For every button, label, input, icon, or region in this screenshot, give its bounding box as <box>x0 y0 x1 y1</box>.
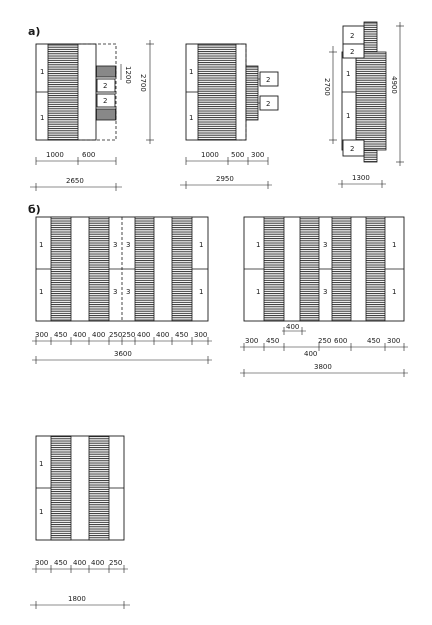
b3-dim-3: 400 <box>73 559 86 567</box>
b2-zone-6: 1 <box>392 288 396 296</box>
a3-bottom-box <box>342 139 365 157</box>
b1-zone-2: 1 <box>39 288 43 296</box>
a1-zone-1: 1 <box>40 68 44 76</box>
a2-zone-2: 1 <box>189 114 193 122</box>
b3-dim-4: 400 <box>91 559 104 567</box>
b1-dim-4: 400 <box>92 331 105 339</box>
b1-zone-4: 3 <box>126 241 130 249</box>
a2-item-2: 2 <box>266 100 270 108</box>
b2-zone-1: 1 <box>256 241 260 249</box>
b1-zone-6: 3 <box>126 288 130 296</box>
b2-dim-6: 300 <box>387 337 400 345</box>
b1-dim-5: 250 <box>109 331 122 339</box>
a2-dim-3: 300 <box>251 151 264 159</box>
a2-zone-1: 1 <box>189 68 193 76</box>
a2-hatched-area <box>197 43 237 141</box>
a3-zone-1: 2 <box>350 32 354 40</box>
figure-a3: 2 2 1 1 2 2700 4900 1300 <box>323 21 404 188</box>
a3-zone-5: 2 <box>350 145 354 153</box>
b1-dim-9: 450 <box>175 331 188 339</box>
a1-height-dim: 2700 <box>139 74 147 92</box>
section-label-b: б) <box>28 203 41 216</box>
b1-zone-3: 3 <box>113 241 117 249</box>
a1-dim-1: 1000 <box>46 151 64 159</box>
b2-total: 3800 <box>314 363 332 371</box>
a3-zone-4: 1 <box>346 112 350 120</box>
b2-dim-1: 300 <box>245 337 258 345</box>
a3-outer-height-dim: 4900 <box>390 76 398 94</box>
a3-top-box-2 <box>342 43 365 59</box>
figure-a1: 1 1 2 2 1200 2700 1000 600 2650 <box>30 40 154 191</box>
b2-zone-5: 1 <box>392 241 396 249</box>
a2-dim-2: 500 <box>231 151 244 159</box>
figure-b3: 1 1 300 450 400 400 250 1800 <box>30 435 130 609</box>
a2-side-block <box>245 65 259 121</box>
b1-zone-7: 1 <box>199 241 203 249</box>
b2-zone-2: 1 <box>256 288 260 296</box>
b3-dim-2: 450 <box>54 559 67 567</box>
a1-small-dim: 1200 <box>124 66 132 84</box>
b1-dim-8: 400 <box>156 331 169 339</box>
a1-item-box-2 <box>96 93 116 108</box>
figure-b2: 1 1 3 3 1 1 400 300 450 250 600 450 300 … <box>240 216 408 377</box>
a1-small-block-bottom <box>95 108 117 121</box>
figure-b1: 1 1 3 3 3 3 1 1 300 450 400 400 250 250 … <box>32 216 212 364</box>
a1-small-block-top <box>95 65 117 78</box>
a1-zone-2: 1 <box>40 114 44 122</box>
b2-zone-3: 3 <box>323 241 327 249</box>
b1-zone-5: 3 <box>113 288 117 296</box>
b1-zone-8: 1 <box>199 288 203 296</box>
b2-dim-3: 250 <box>318 337 331 345</box>
b3-dim-5: 250 <box>109 559 122 567</box>
a3-bottom-dim: 1300 <box>352 174 370 182</box>
a3-left-column <box>341 51 357 151</box>
b3-zone-2: 1 <box>39 508 43 516</box>
b2-under-dim: 400 <box>304 350 317 358</box>
b3-zone-1: 1 <box>39 460 43 468</box>
a1-hatched-area <box>47 43 79 141</box>
b1-dim-1: 300 <box>35 331 48 339</box>
a2-total: 2950 <box>216 175 234 183</box>
b2-dim-2: 450 <box>266 337 279 345</box>
a1-dim-2: 600 <box>82 151 95 159</box>
b1-dim-7: 400 <box>137 331 150 339</box>
a3-zone-2: 2 <box>350 48 354 56</box>
b1-zone-1: 1 <box>39 241 43 249</box>
b3-total: 1800 <box>68 595 86 603</box>
a3-inner-height-dim: 2700 <box>323 78 331 96</box>
b2-zone-4: 3 <box>323 288 327 296</box>
a3-hatched-band <box>355 51 387 151</box>
a2-dim-1: 1000 <box>201 151 219 159</box>
b1-dim-2: 450 <box>54 331 67 339</box>
b1-total: 3600 <box>114 350 132 358</box>
b3-dim-1: 300 <box>35 559 48 567</box>
a1-total: 2650 <box>66 177 84 185</box>
a3-zone-3: 1 <box>346 70 350 78</box>
section-label-a: а) <box>28 25 40 38</box>
b2-top-dim: 400 <box>286 323 299 331</box>
b1-dim-6: 250 <box>122 331 135 339</box>
a1-item-box-1 <box>96 78 116 93</box>
figure-a2: 1 1 2 2 1000 500 300 2950 <box>180 43 279 189</box>
b2-dim-4: 600 <box>334 337 347 345</box>
b1-dim-3: 400 <box>73 331 86 339</box>
a2-item-1: 2 <box>266 76 270 84</box>
a1-item-1: 2 <box>103 82 107 90</box>
a1-item-2: 2 <box>103 97 107 105</box>
b2-dim-5: 450 <box>367 337 380 345</box>
b1-dim-10: 300 <box>194 331 207 339</box>
